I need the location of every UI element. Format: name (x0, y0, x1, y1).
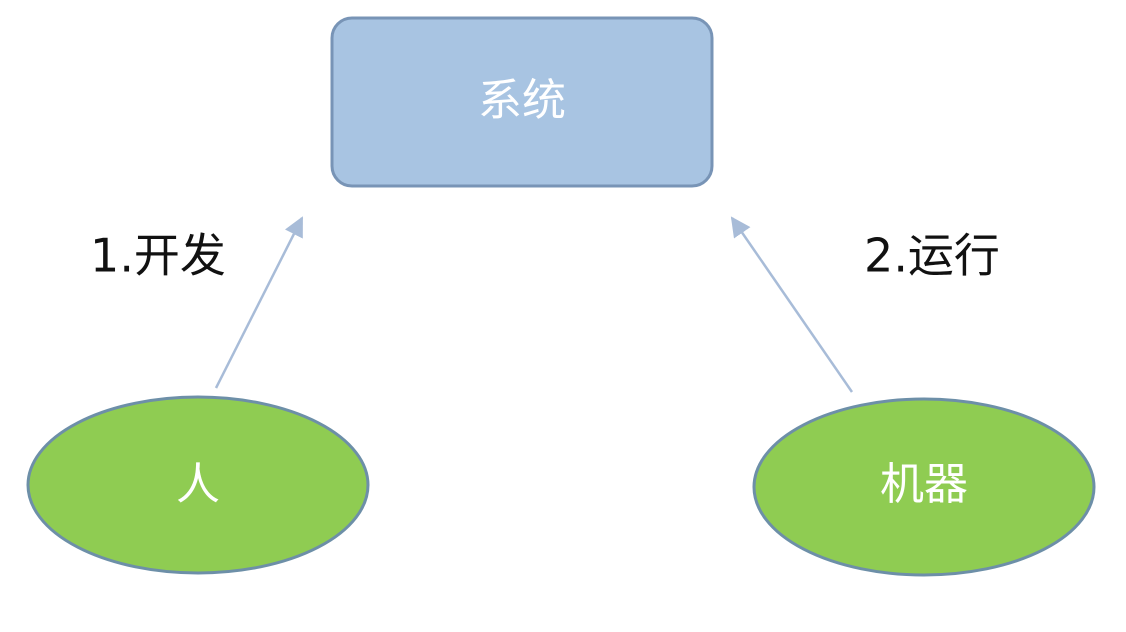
person-node: 人 (26, 395, 370, 575)
machine-node-shape (752, 397, 1096, 577)
run-arrow (730, 216, 854, 393)
machine-node: 机器 (752, 397, 1096, 577)
machine-node-label: 机器 (880, 459, 968, 510)
develop-edge-label: 1.开发 (90, 229, 226, 283)
person-node-label: 人 (176, 459, 220, 510)
system-node-box (330, 16, 714, 188)
system-node-label: 系统 (478, 75, 566, 126)
develop-arrow (214, 216, 304, 389)
run-edge-label: 2.运行 (864, 229, 1000, 283)
system-node: 系统 (330, 16, 714, 188)
person-node-shape (26, 395, 370, 575)
